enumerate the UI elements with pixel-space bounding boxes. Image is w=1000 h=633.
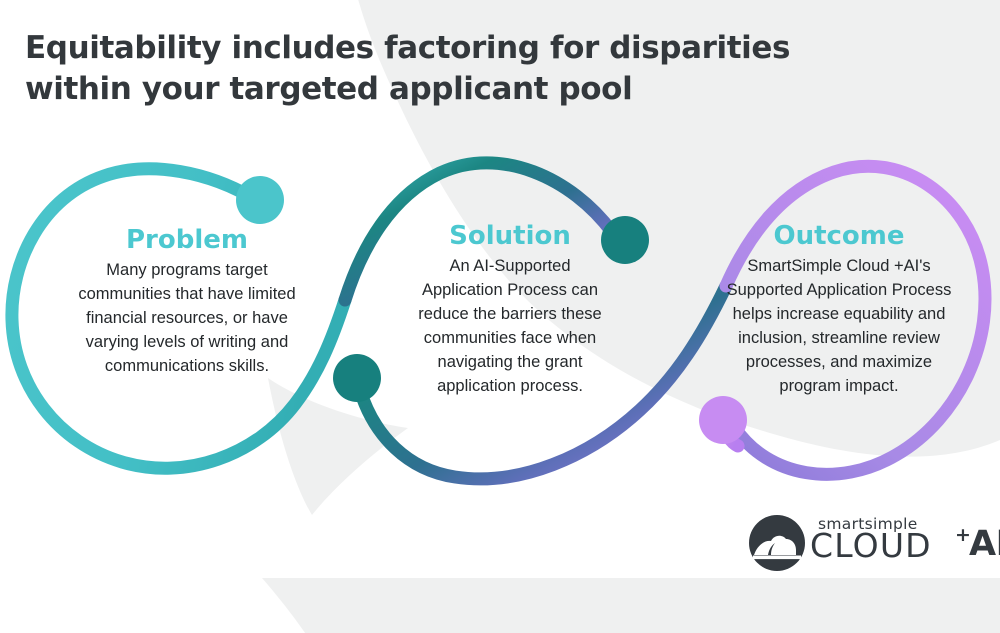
panel-problem-body: Many programs target communities that hav… xyxy=(42,258,332,378)
outcome-node xyxy=(699,396,747,444)
body-line: application process. xyxy=(437,376,583,395)
page-title-line-1: Equitability includes factoring for disp… xyxy=(25,30,791,66)
panel-problem: Problem Many programs target communities … xyxy=(42,226,332,378)
background-blob-bottom xyxy=(262,577,1000,633)
body-line: program impact. xyxy=(779,376,899,395)
smartsimple-logo: smartsimple CLOUD + AI xyxy=(748,512,1000,574)
body-line: inclusion, streamline review xyxy=(738,328,940,347)
curve-solution-descent xyxy=(353,279,733,486)
body-line: Supported Application Process xyxy=(726,280,952,299)
logo-ai-text: AI xyxy=(969,524,1000,564)
logo-smartsimple-text: smartsimple xyxy=(818,515,918,533)
body-line: Application Process can xyxy=(421,280,599,299)
panel-problem-heading: Problem xyxy=(126,225,248,255)
cloud-circle-icon xyxy=(749,515,805,571)
panel-outcome-heading: Outcome xyxy=(773,221,905,251)
panel-solution-heading: Solution xyxy=(449,221,571,251)
problem-node xyxy=(236,176,284,224)
body-line: processes, and maximize xyxy=(745,352,933,371)
background-blob-top xyxy=(358,0,1000,457)
body-line: An AI-Supported xyxy=(449,256,571,275)
logo-wordmark: smartsimple CLOUD + AI xyxy=(810,512,1000,572)
curve-problem-loop xyxy=(5,162,352,475)
logo-cloud-text: CLOUD xyxy=(810,526,932,565)
curve-outcome-loop xyxy=(719,159,992,481)
body-line: navigating the grant xyxy=(437,352,583,371)
body-line: varying levels of writing and xyxy=(85,332,289,351)
body-line: SmartSimple Cloud +AI's xyxy=(747,256,931,275)
page-title: Equitability includes factoring for disp… xyxy=(25,28,855,110)
body-line: reduce the barriers these xyxy=(418,304,602,323)
solution-node xyxy=(601,216,649,264)
page-title-line-2: within your targeted applicant pool xyxy=(25,70,633,107)
solution-start-node xyxy=(333,354,381,402)
background-blob-tail xyxy=(268,378,408,515)
logo-plus-text: + xyxy=(955,524,971,546)
curve-solution-sweep xyxy=(338,156,619,307)
body-line: Many programs target xyxy=(106,260,268,279)
body-line: communities that have limited xyxy=(78,284,296,303)
body-line: helps increase equability and xyxy=(732,304,946,323)
body-line: communities face when xyxy=(423,328,597,347)
body-line: financial resources, or have xyxy=(86,308,288,327)
body-line: communications skills. xyxy=(104,356,270,375)
